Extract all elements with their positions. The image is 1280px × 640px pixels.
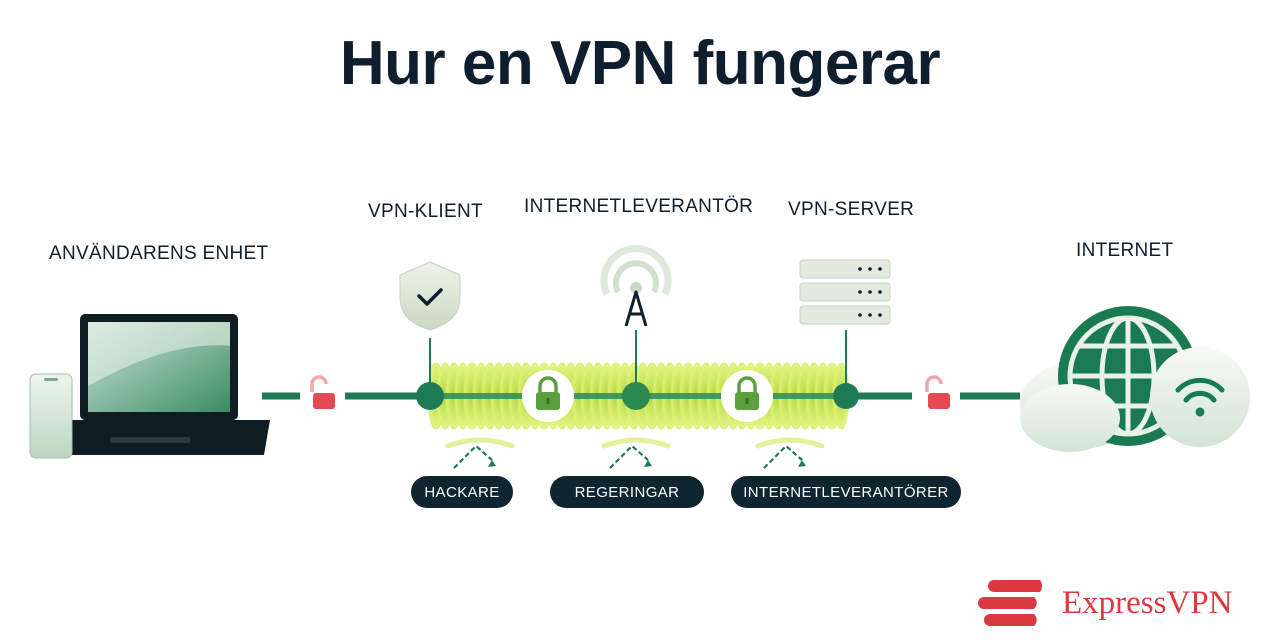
label-vpn-client: VPN-KLIENT: [368, 201, 483, 222]
label-isp: INTERNETLEVERANTÖR: [524, 196, 754, 217]
label-vpn-server: VPN-SERVER: [788, 199, 915, 220]
server-indicator-dot: [858, 313, 862, 317]
deflected-arrow-icon: [755, 437, 825, 469]
server-indicator-dot: [868, 267, 872, 271]
server-rack-icon: [799, 259, 891, 325]
isp-node: [622, 382, 650, 410]
closed-padlock-icon: [522, 370, 574, 422]
shield-check-icon: [399, 261, 461, 331]
server-indicator-dot: [858, 290, 862, 294]
threat-pill-hackers: HACKARE: [411, 476, 513, 508]
deflected-arrow-icon: [601, 437, 671, 469]
server-indicator-dot: [878, 290, 882, 294]
server-node: [833, 383, 859, 409]
server-indicator-dot: [858, 267, 862, 271]
server-indicator-dot: [868, 313, 872, 317]
laptop-and-phone-icon: [29, 314, 270, 459]
open-padlock-icon: [310, 375, 335, 409]
deflected-arrow-icon: [445, 437, 515, 469]
radio-tower-icon: [600, 244, 672, 327]
server-indicator-dot: [878, 313, 882, 317]
globe-cloud-wifi-icon: [1020, 306, 1250, 452]
server-unit: [799, 259, 891, 279]
expressvpn-logo-icon: [978, 580, 1042, 626]
server-unit: [799, 282, 891, 302]
brand-name: ExpressVPN: [1062, 585, 1233, 621]
threat-pill-isps: INTERNETLEVERANTÖRER: [731, 476, 961, 508]
label-device: ANVÄNDARENS ENHET: [49, 243, 269, 264]
server-indicator-dot: [878, 267, 882, 271]
server-indicator-dot: [868, 290, 872, 294]
threat-pill-governments: REGERINGAR: [550, 476, 704, 508]
server-unit: [799, 305, 891, 325]
page-title: Hur en VPN fungerar: [339, 29, 941, 98]
closed-padlock-icon: [721, 370, 773, 422]
label-internet: INTERNET: [1076, 240, 1174, 261]
open-padlock-icon: [925, 375, 950, 409]
client-node: [416, 382, 444, 410]
